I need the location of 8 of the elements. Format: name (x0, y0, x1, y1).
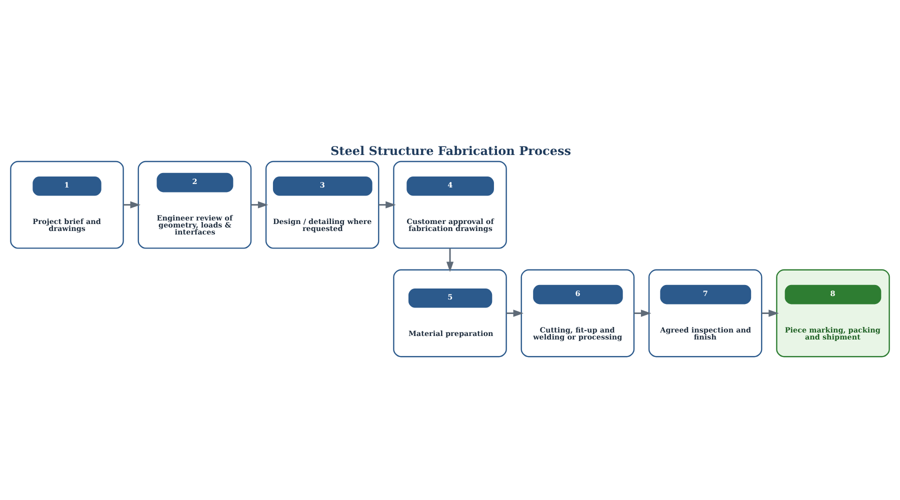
arrow (378, 201, 396, 208)
diagram-title: Steel Structure Fabrication Process (330, 144, 572, 158)
arrow (634, 310, 652, 317)
arrow (506, 310, 524, 317)
arrow (762, 310, 779, 317)
arrow (251, 201, 268, 208)
arrow (446, 248, 454, 272)
arrow (123, 201, 141, 208)
